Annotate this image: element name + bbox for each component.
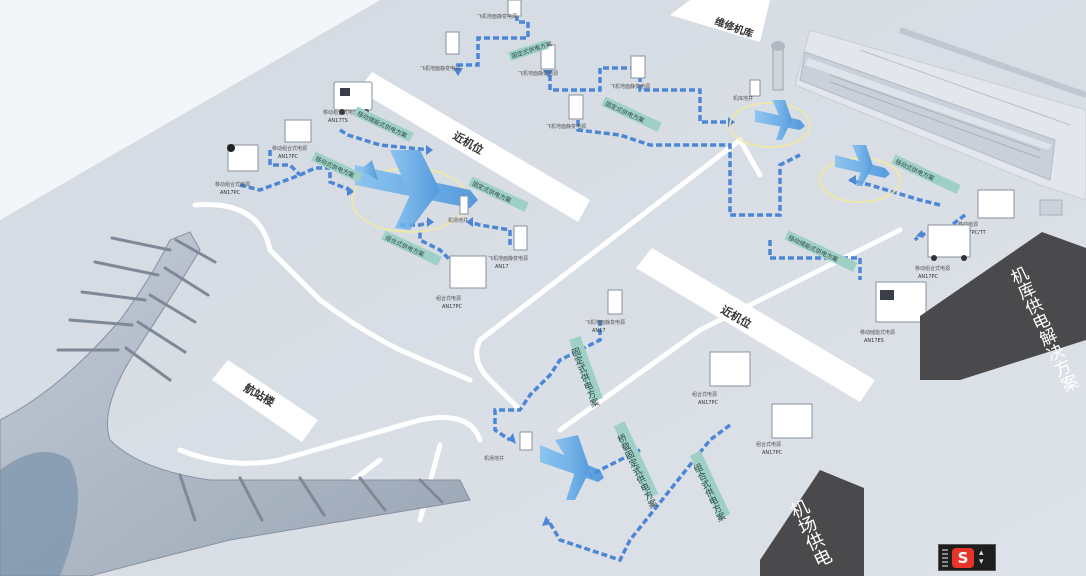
airplane-hangar-1: [755, 100, 805, 140]
right-3-model: AN17ES: [864, 338, 884, 344]
cart-1-label: 移动组合式电源: [272, 145, 307, 152]
equipment-hangar-top-3: 飞机地面静变电源: [518, 44, 558, 77]
combo-top-model: AN17PC: [442, 304, 463, 310]
control-tower: [771, 41, 785, 91]
equipment-right-3: 移动储能式电源 AN17ES: [860, 281, 927, 344]
hangar-unit-label-5: 飞机地面静变电源: [546, 123, 586, 130]
equipment-right-2: 移动组合式电源 AN17PC: [915, 224, 971, 280]
caret-down-icon[interactable]: ▴▾: [979, 548, 984, 567]
equipment-hangar-top-1: 飞机地面静变电源: [477, 0, 522, 20]
static-top-label: 飞机地面静变电源: [488, 255, 528, 262]
cart-2-label: 移动组合式电源: [215, 181, 250, 188]
equipment-static-mid: 飞机地面静变电源 AN17: [585, 289, 625, 334]
hangar-unit-label-2: 飞机地面静变电源: [420, 65, 460, 72]
equipment-combo-mid-1: 组合式电源 AN17PC: [692, 351, 751, 406]
cart-2-model: AN17PC: [220, 190, 241, 196]
static-top-model: AN17: [495, 264, 509, 270]
airplane-bottom: [540, 435, 604, 500]
hangar-building: [794, 27, 1086, 216]
combo-mid-1-model: AN17PC: [698, 400, 719, 406]
hangar-pit-label: 机库地井: [733, 95, 753, 102]
equipment-combo-top: 组合式电源 AN17PC: [436, 255, 487, 310]
equipment-hangar-top-2: 飞机地面静变电源: [420, 31, 460, 72]
input-method-widget[interactable]: S ▴▾: [938, 544, 996, 571]
combo-top-label: 组合式电源: [436, 295, 461, 302]
right-1-model: AN17PC/TT: [958, 230, 987, 236]
hangar-unit-label-3: 飞机地面静变电源: [518, 70, 558, 77]
combo-mid-2-model: AN17PC: [762, 450, 783, 456]
power-routes: [239, 15, 967, 563]
pit-top-label: 机场地井: [448, 217, 468, 224]
hangar-unit-label-4: 飞机地面静变电源: [610, 83, 650, 90]
panel-airport-solution: 机场供电: [760, 470, 864, 576]
equipment-hangar-top-4: 飞机地面静变电源: [610, 55, 650, 90]
route-arrows: [347, 68, 924, 526]
hangar-unit-label-1: 飞机地面静变电源: [477, 13, 517, 20]
equipment-pit-bottom: 机场地井: [484, 431, 533, 462]
combo-mid-1-label: 组合式电源: [692, 391, 717, 398]
equipment-cart-an17pc-2: 移动组合式电源 AN17PC: [215, 144, 259, 196]
terminal-building: [0, 231, 471, 576]
tug-label: 移动组合式电源: [323, 109, 358, 116]
equipment-cart-an17pc-1: 移动组合式电源 AN17PC: [272, 119, 312, 160]
equipment-static-top: 飞机地面静变电源 AN17: [488, 225, 528, 270]
equipment-hangar-top-5: 飞机地面静变电源: [546, 94, 586, 130]
static-mid-label: 飞机地面静变电源: [585, 319, 625, 326]
equipment-hangar-pit: 机库地井: [733, 79, 761, 102]
static-mid-model: AN17: [592, 328, 606, 334]
pit-bottom-label: 机场地井: [484, 455, 504, 462]
right-3-label: 移动储能式电源: [860, 329, 895, 336]
right-2-model: AN17PC: [918, 274, 939, 280]
grip-icon[interactable]: [942, 549, 948, 567]
cart-1-model: AN17PC: [278, 154, 299, 160]
airplane-hangar-2: [835, 145, 890, 186]
equipment-pit-top: 机场地井: [448, 195, 469, 224]
equipment-tug-an17ts: 移动组合式电源 AN17TS: [323, 81, 373, 124]
combo-mid-2-label: 组合式电源: [756, 441, 781, 448]
equipment-combo-mid-2: 组合式电源 AN17PC: [756, 403, 813, 456]
airplane-top-left: [355, 150, 478, 230]
ime-logo-icon[interactable]: S: [952, 548, 974, 568]
right-2-label: 移动组合式电源: [915, 265, 950, 272]
taxiway-lines: [177, 137, 903, 523]
tug-model: AN17TS: [328, 118, 348, 124]
